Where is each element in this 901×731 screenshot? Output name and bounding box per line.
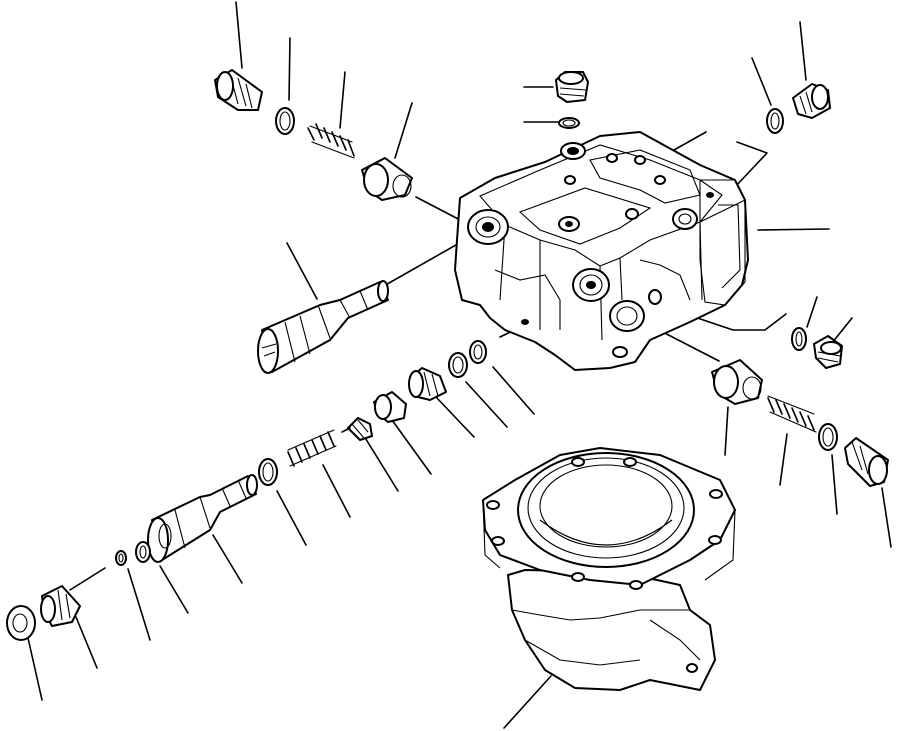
sleeve-upper bbox=[361, 157, 413, 201]
spring-lower-right bbox=[767, 395, 817, 433]
plug-top-center bbox=[555, 71, 589, 103]
spring-lower bbox=[287, 429, 337, 467]
valve-housing-flange bbox=[482, 447, 736, 691]
plug-lower-center bbox=[408, 367, 447, 401]
plug-lower-right bbox=[844, 437, 889, 487]
plug-right-mid bbox=[813, 335, 843, 369]
spring-upper bbox=[307, 123, 355, 159]
spool-lower bbox=[147, 474, 258, 563]
plug-bottom-left bbox=[6, 567, 106, 641]
oring-set bbox=[115, 107, 838, 566]
plug-right bbox=[792, 83, 831, 119]
spool-main bbox=[257, 280, 389, 374]
adjust-screw bbox=[347, 417, 373, 441]
poppet bbox=[341, 427, 351, 433]
sleeve-lower-right bbox=[711, 359, 763, 405]
sleeve-lower-small bbox=[373, 391, 407, 423]
plug-upper-left bbox=[214, 69, 263, 111]
leader-lines bbox=[27, 1, 892, 729]
valve-body bbox=[454, 131, 749, 371]
